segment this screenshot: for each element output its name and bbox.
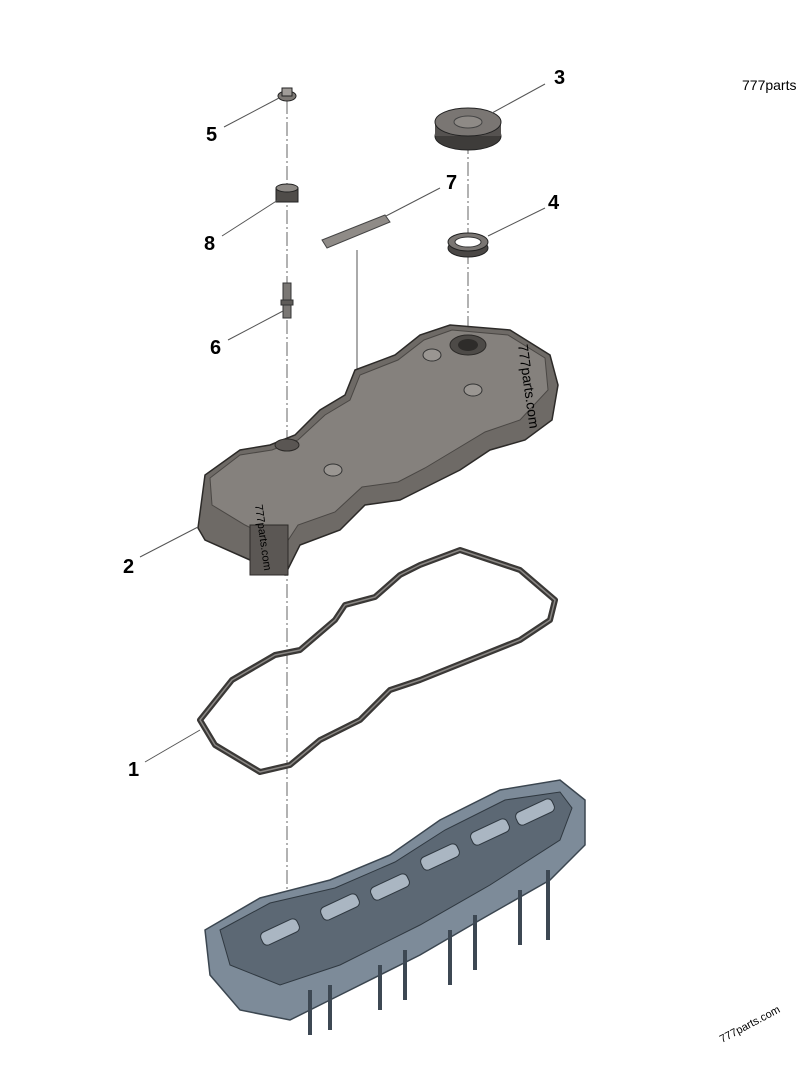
callout-3: 3 (554, 67, 565, 89)
seal-ring (447, 232, 489, 258)
label (321, 214, 391, 249)
callout-6: 6 (210, 337, 221, 359)
callout-8: 8 (204, 233, 215, 255)
callout-4: 4 (548, 192, 560, 214)
watermark-bottom-right: 777parts.com (718, 1004, 782, 1046)
callout-1: 1 (128, 759, 139, 781)
stud (280, 282, 294, 319)
callout-2: 2 (123, 556, 134, 578)
valve-cover: 777parts.com 777parts.com (197, 324, 559, 576)
cover-gasket (197, 547, 558, 775)
bolt-cap (277, 87, 297, 102)
callout-7: 7 (446, 172, 457, 194)
oil-filler-cap (434, 107, 502, 151)
watermark-top-right: 777parts (742, 77, 796, 93)
cylinder-head (204, 779, 586, 1035)
isolator-grommet (275, 183, 299, 203)
callout-5: 5 (206, 124, 217, 146)
